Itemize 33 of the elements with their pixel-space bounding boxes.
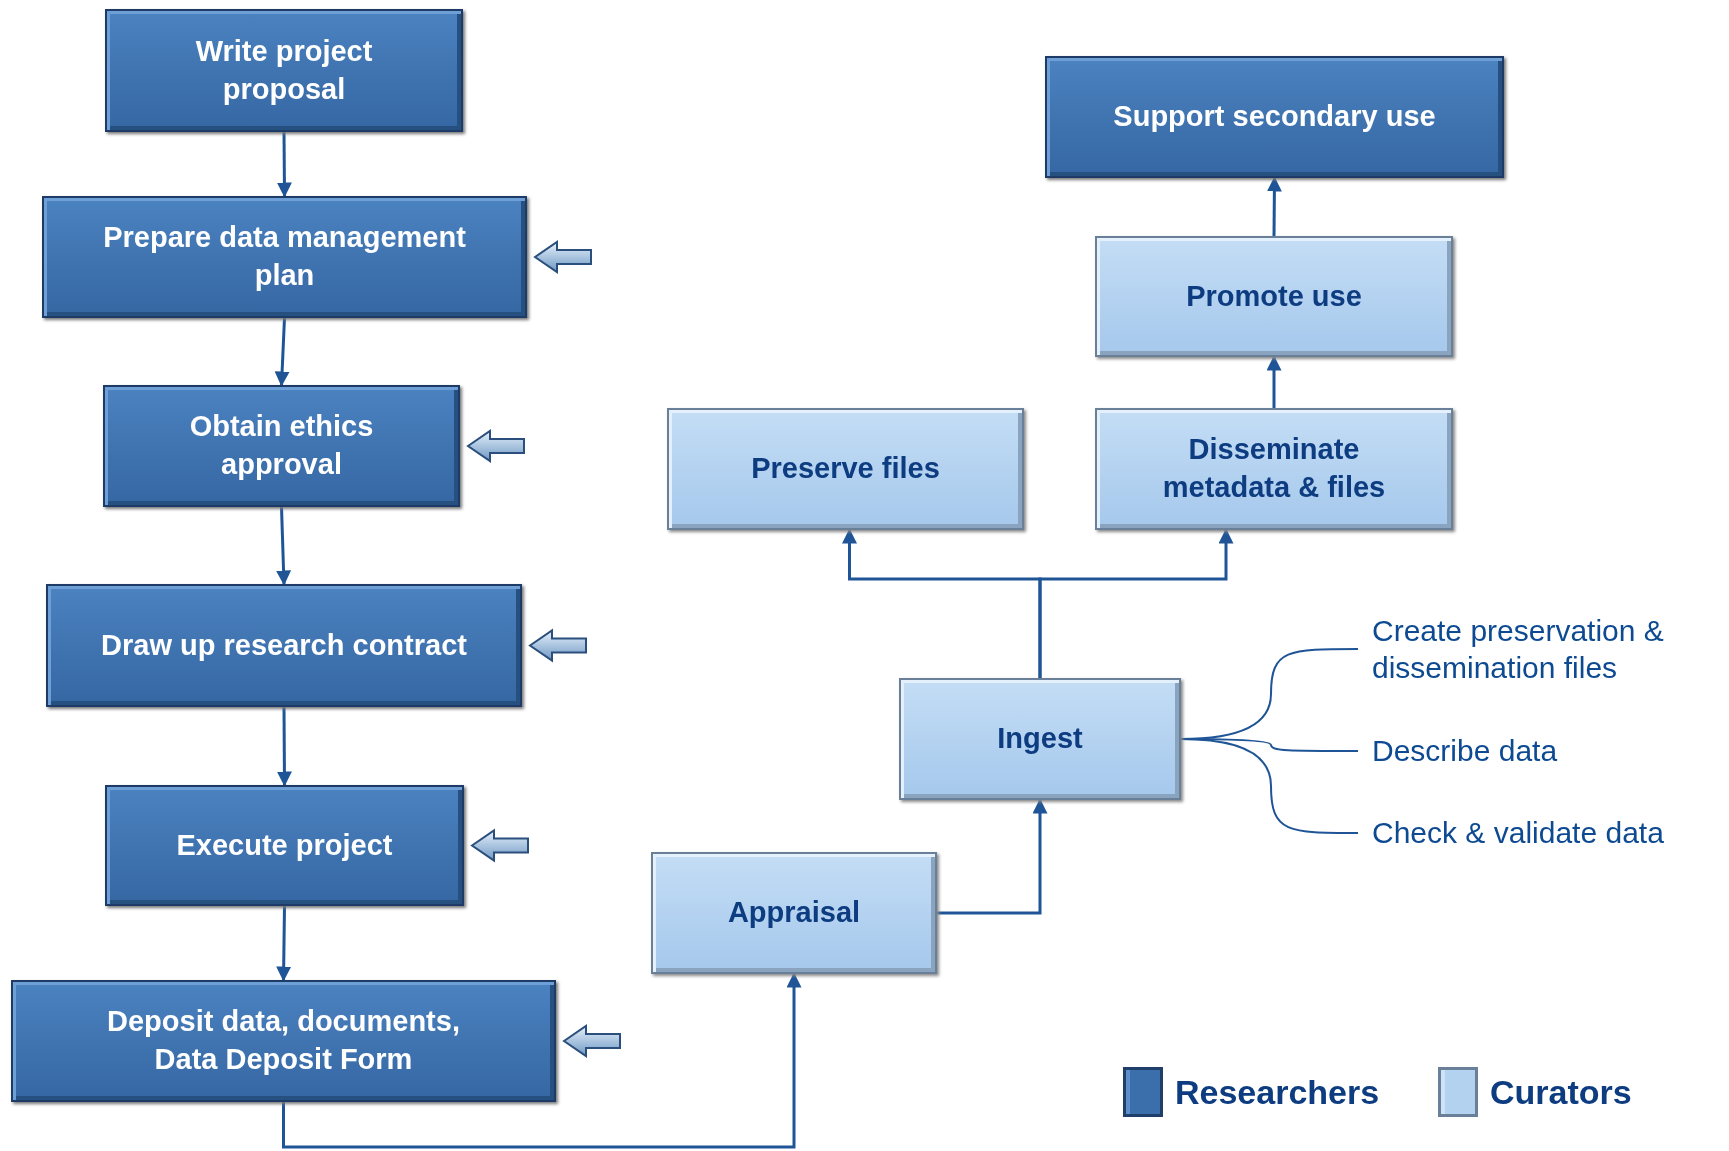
arrow [282, 972, 802, 1149]
process-box: Disseminate metadata & files [1095, 408, 1453, 530]
arrow [276, 132, 292, 198]
process-box: Draw up research contract [46, 584, 522, 707]
process-box: Preserve files [667, 408, 1024, 530]
process-box: Deposit data, documents, Data Deposit Form [11, 980, 556, 1102]
block-arrow [470, 828, 529, 863]
process-box: Appraisal [651, 852, 937, 974]
block-arrow [533, 240, 592, 274]
block-arrow [528, 628, 587, 663]
arrow [276, 707, 292, 787]
process-box: Write project proposal [105, 9, 463, 132]
arrow [1266, 176, 1282, 236]
block-arrow [466, 429, 525, 463]
block-arrow [562, 1024, 621, 1058]
legend-label: Curators [1490, 1072, 1632, 1112]
arrow [937, 798, 1048, 915]
arrow [274, 317, 290, 387]
process-box: Support secondary use [1045, 56, 1504, 178]
arrow [276, 506, 292, 586]
process-box: Promote use [1095, 236, 1453, 357]
note-text: Describe data [1372, 733, 1558, 770]
legend-label: Researchers [1175, 1072, 1380, 1112]
process-box: Ingest [899, 678, 1181, 800]
process-box: Execute project [105, 785, 464, 906]
process-box: Obtain ethics approval [103, 385, 460, 507]
note-text: Check & validate data [1372, 815, 1664, 852]
arrow [276, 905, 292, 982]
process-box: Prepare data management plan [42, 196, 527, 318]
leader-line [1180, 738, 1359, 834]
arrow [1038, 528, 1234, 678]
arrow [1266, 355, 1282, 408]
note-text: Create preservation & dissemination files [1372, 612, 1665, 686]
